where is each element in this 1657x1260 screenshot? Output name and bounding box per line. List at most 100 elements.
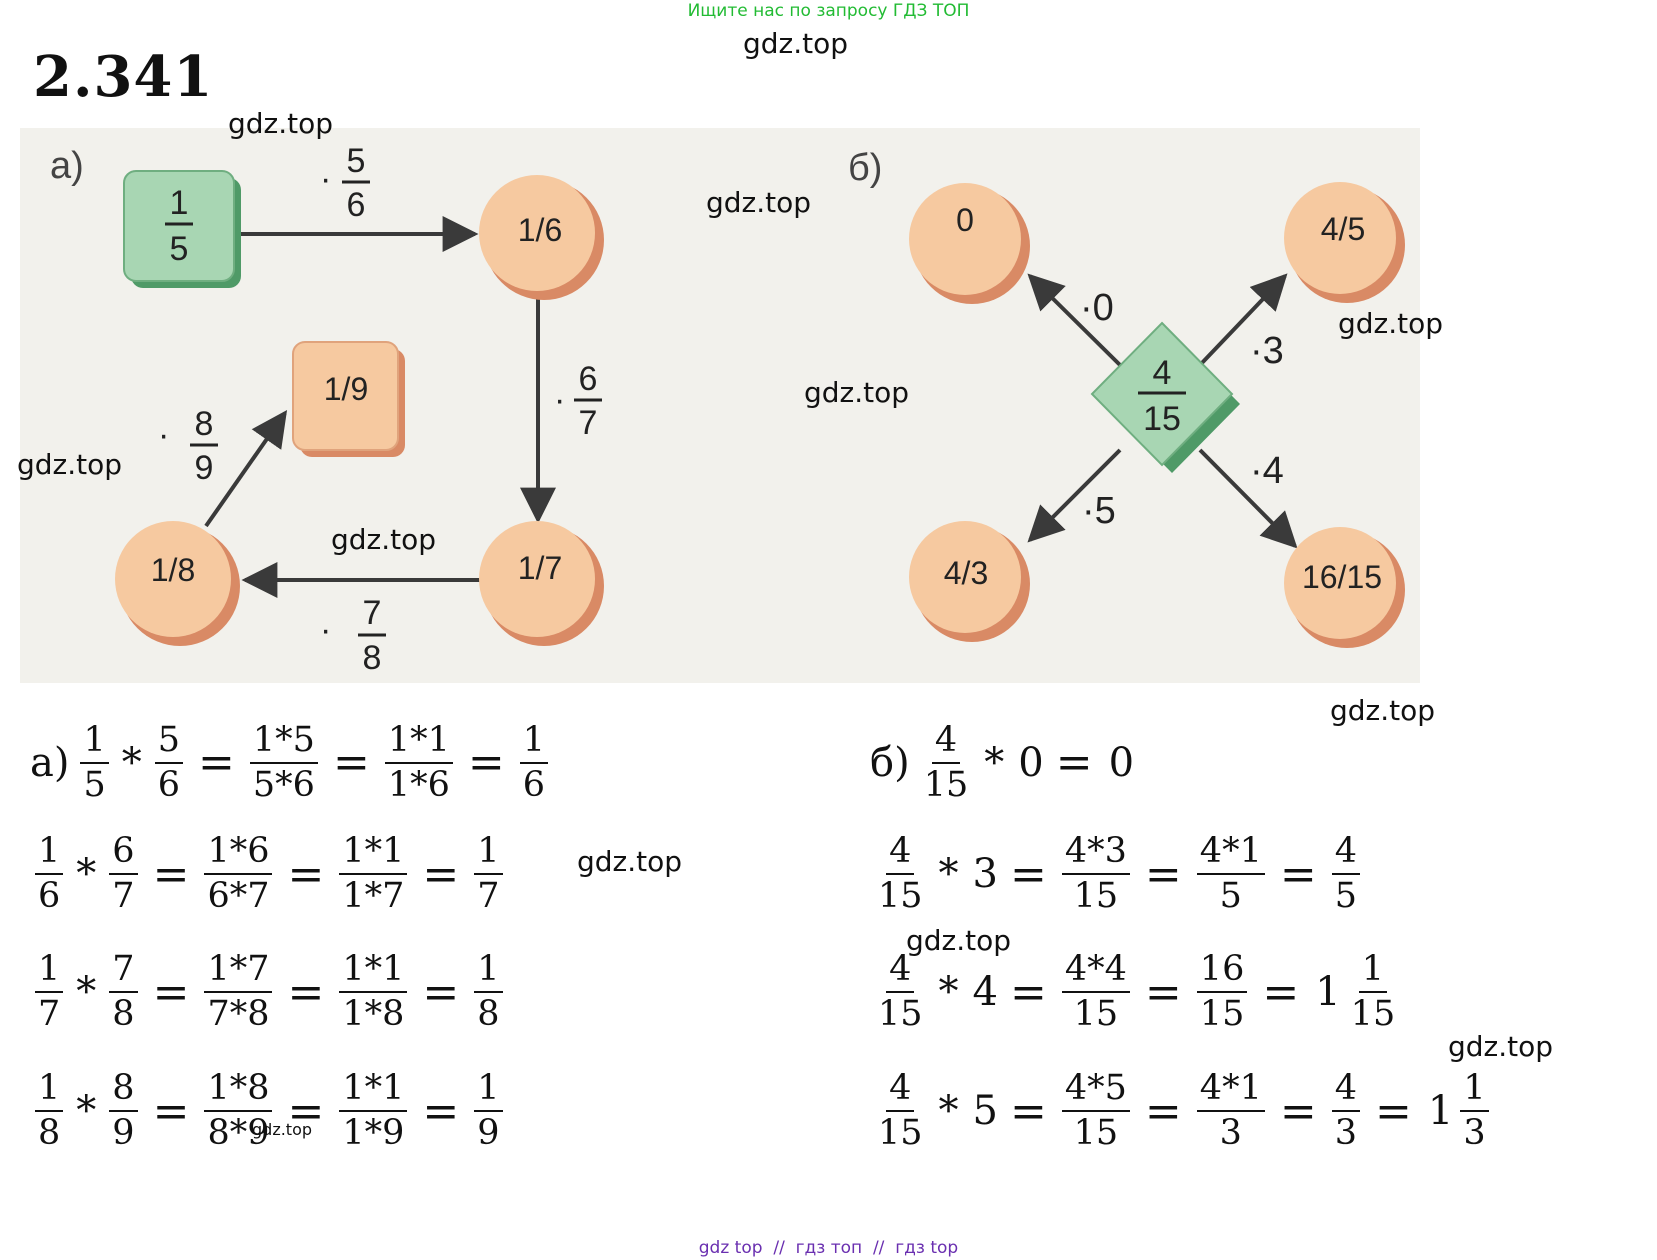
node-4-5: 4/5 xyxy=(1284,182,1405,303)
svg-text:4/3: 4/3 xyxy=(944,555,988,591)
svg-text:9: 9 xyxy=(195,449,214,487)
svg-text:8: 8 xyxy=(363,639,382,677)
mixed-whole: 1 xyxy=(1427,1088,1454,1134)
watermark: gdz.top xyxy=(228,107,334,140)
watermark: gdz.top xyxy=(17,448,123,481)
arrow-a4 xyxy=(204,410,288,528)
node-1-8: 1/8 xyxy=(115,521,240,646)
watermark: gdz.top xyxy=(804,376,910,409)
svg-text:4: 4 xyxy=(1153,354,1172,392)
node-1-7: 1/7 xyxy=(479,521,604,646)
start-num: 1 xyxy=(170,184,189,222)
svg-text:16/15: 16/15 xyxy=(1302,559,1382,595)
watermark: gdz.top xyxy=(577,845,683,878)
arrow-b0 xyxy=(1027,273,1122,367)
footer-links: gdz top // гдз топ // гдз top xyxy=(698,1238,959,1258)
arrow-b4 xyxy=(1198,448,1298,549)
arrow-b5 xyxy=(1027,448,1122,543)
mult-3: ·3 xyxy=(1250,330,1284,372)
diagram-b-label: б) xyxy=(848,147,882,189)
mult-5-6: · 5 6 xyxy=(320,142,370,224)
mult-5: ·5 xyxy=(1082,490,1116,532)
watermark: gdz.top xyxy=(743,27,849,60)
node-0: 0 xyxy=(909,183,1030,304)
start-node: 1 5 xyxy=(123,170,241,288)
diagram: а) б) 1 5 1/6 1/7 1/8 1/9 · 5 6 · xyxy=(20,128,1420,683)
svg-text:7: 7 xyxy=(363,594,382,632)
svg-text:·: · xyxy=(554,381,565,419)
node-16-15: 16/15 xyxy=(1284,527,1405,648)
svg-text:1/7: 1/7 xyxy=(518,550,562,586)
diagram-a-label: а) xyxy=(50,145,84,187)
svg-text:4/5: 4/5 xyxy=(1321,211,1365,247)
center-node: 4 15 xyxy=(1090,321,1240,473)
svg-text:15: 15 xyxy=(1143,400,1181,438)
node-4-3: 4/3 xyxy=(909,521,1030,642)
watermark-small: gdz.top xyxy=(252,1120,313,1139)
svg-text:6: 6 xyxy=(347,186,366,224)
mult-7-8: · 7 8 xyxy=(320,594,386,677)
node-1-6: 1/6 xyxy=(479,175,604,300)
mixed-whole: 1 xyxy=(1315,969,1341,1015)
mult-4: ·4 xyxy=(1250,450,1284,492)
svg-text:·: · xyxy=(320,160,331,198)
svg-text:1/9: 1/9 xyxy=(324,371,368,407)
watermark: gdz.top xyxy=(331,523,437,556)
svg-text:1/8: 1/8 xyxy=(151,552,195,588)
watermark: gdz.top xyxy=(1338,307,1444,340)
problem-number: 2.341 xyxy=(33,44,214,110)
end-node-1-9: 1/9 xyxy=(292,341,405,457)
mult-8-9: · 8 9 xyxy=(158,405,218,487)
solution-b-label: б) xyxy=(870,739,910,786)
svg-text:0: 0 xyxy=(956,202,974,238)
search-hint: Ищите нас по запросу ГДЗ ТОП xyxy=(687,1,970,21)
watermark: gdz.top xyxy=(706,186,812,219)
svg-text:7: 7 xyxy=(579,404,598,442)
watermark: gdz.top xyxy=(1448,1030,1554,1063)
svg-text:1/6: 1/6 xyxy=(518,212,562,248)
svg-text:·: · xyxy=(320,611,331,649)
arrow-b3 xyxy=(1198,273,1288,367)
